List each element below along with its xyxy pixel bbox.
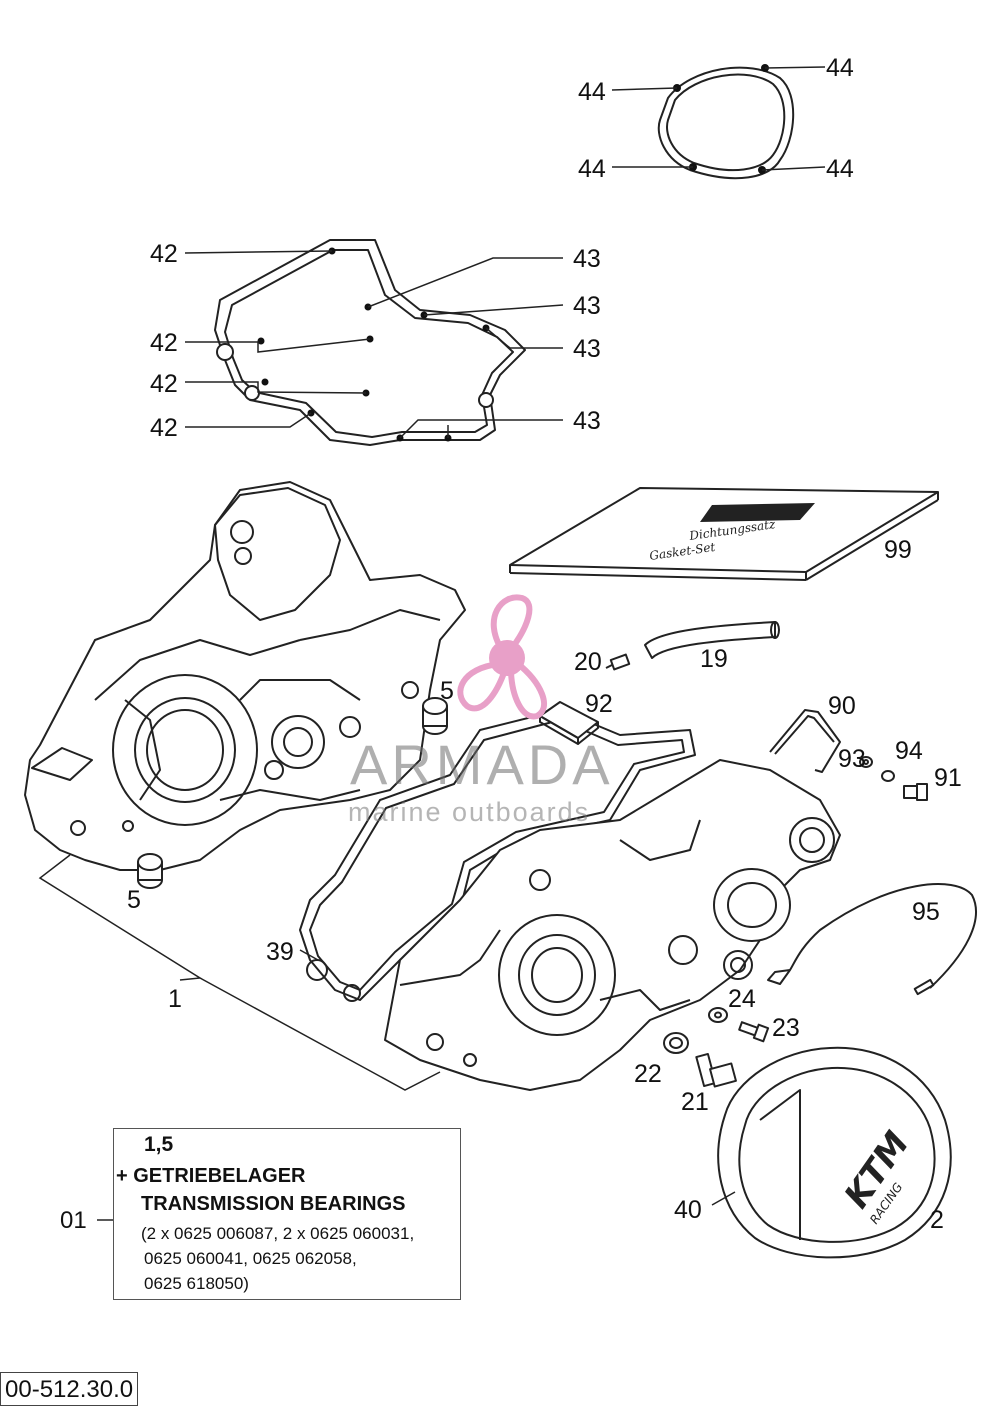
- callout-42-c: 42: [150, 370, 178, 398]
- wire-bracket: [769, 709, 841, 773]
- seal-22: [663, 1032, 689, 1054]
- callout-44-a: 44: [578, 78, 606, 106]
- right-crankcase-half: [384, 759, 841, 1091]
- info-ref-number: 01: [60, 1207, 87, 1234]
- info-box: 1,5 + GETRIEBELAGER TRANSMISSION BEARING…: [113, 1128, 461, 1300]
- center-gasket: [299, 709, 696, 1002]
- callout-19: 19: [700, 645, 728, 673]
- callout-2: 2: [930, 1206, 944, 1234]
- info-line-de: + GETRIEBELAGER: [116, 1165, 306, 1187]
- diagram-number: 00-512.30.0: [0, 1372, 139, 1406]
- info-parts-2: 0625 060041, 0625 062058,: [144, 1249, 357, 1268]
- callout-42-a: 42: [150, 240, 178, 268]
- callout-1: 1: [168, 985, 182, 1013]
- callout-20: 20: [574, 648, 602, 676]
- info-line-en: TRANSMISSION BEARINGS: [141, 1193, 406, 1215]
- bearing-sleeve-upper: [422, 697, 448, 735]
- screw-23: [738, 1021, 770, 1043]
- callout-93: 93: [838, 745, 866, 773]
- callout-5-lower: 5: [127, 886, 141, 914]
- callout-43-a: 43: [573, 245, 601, 273]
- leader-lines: [38, 854, 736, 1221]
- info-parts-1: (2 x 0625 006087, 2 x 0625 060031,: [141, 1224, 415, 1243]
- callout-42-b: 42: [150, 329, 178, 357]
- callout-numbers: 44 44 44 44 42 42 42 42 43 43 43 43 99 1…: [127, 54, 962, 1234]
- callout-43-d: 43: [573, 407, 601, 435]
- washer-24: [708, 1007, 728, 1023]
- callout-39: 39: [266, 938, 294, 966]
- callout-92: 92: [585, 690, 613, 718]
- callout-43-b: 43: [573, 292, 601, 320]
- callout-22: 22: [634, 1060, 662, 1088]
- callout-43-c: 43: [573, 335, 601, 363]
- callout-99: 99: [884, 536, 912, 564]
- callout-21: 21: [681, 1088, 709, 1116]
- callout-91: 91: [934, 764, 962, 792]
- vent-hose: [644, 621, 780, 659]
- watermark-subtitle: marine outboards: [348, 797, 591, 827]
- ignition-cover: KTM RACING: [717, 1046, 952, 1259]
- hose-nipple: [605, 653, 631, 671]
- ignition-cover-gasket: [611, 64, 826, 180]
- callout-90: 90: [828, 692, 856, 720]
- bearing-sleeve-lower: [137, 853, 163, 889]
- info-title: 1,5: [144, 1133, 174, 1156]
- callout-95: 95: [912, 898, 940, 926]
- washer-94: [881, 770, 895, 782]
- filter-element: [539, 701, 599, 745]
- callout-23: 23: [772, 1014, 800, 1042]
- callout-40: 40: [674, 1196, 702, 1224]
- callout-24: 24: [728, 985, 756, 1013]
- callout-5-upper: 5: [440, 677, 454, 705]
- callout-94: 94: [895, 737, 923, 765]
- callout-44-b: 44: [826, 54, 854, 82]
- drain-plug-21: [695, 1052, 737, 1088]
- info-parts-3: 0625 618050): [144, 1274, 249, 1293]
- crankcase-gasket: [184, 239, 564, 446]
- left-crankcase-half: [24, 481, 466, 871]
- bolt-91: [903, 783, 928, 801]
- washer-93: [859, 756, 873, 768]
- callout-44-c: 44: [578, 155, 606, 183]
- callout-42-d: 42: [150, 414, 178, 442]
- callout-44-d: 44: [826, 155, 854, 183]
- watermark-title: ARMADA: [350, 733, 614, 796]
- gasket-set-package: Dichtungssatz Gasket-Set: [509, 487, 939, 581]
- cable: [767, 883, 977, 996]
